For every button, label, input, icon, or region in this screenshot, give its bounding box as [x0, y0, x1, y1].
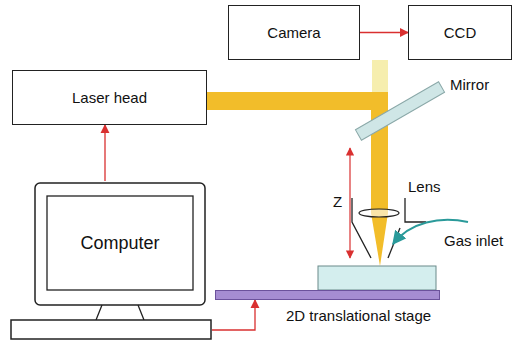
- focused-beam: [371, 213, 388, 266]
- nozzle-wall: [352, 198, 371, 258]
- mirror-symbol: [355, 82, 444, 140]
- part-label: Gas inlet: [444, 232, 503, 249]
- lens-symbol: [359, 209, 399, 217]
- signal-connector: [212, 300, 255, 330]
- node-label: Camera: [267, 24, 320, 41]
- device-box: Laser head: [12, 70, 207, 125]
- laser-beam: [207, 92, 388, 110]
- node-label: 2D translational stage: [286, 307, 431, 324]
- screen-area: Computer: [47, 196, 193, 290]
- node-label: Computer: [80, 233, 159, 254]
- device-box: Camera: [228, 5, 360, 60]
- device-box: CCD: [408, 5, 512, 60]
- computer-base: [11, 320, 211, 339]
- nozzle-wall: [405, 198, 426, 222]
- monitor-screen: [47, 196, 193, 290]
- signal-connector: [360, 32, 408, 33]
- sample-block: [318, 266, 436, 290]
- part-label: Mirror: [450, 76, 489, 93]
- monitor-stand: [96, 305, 144, 320]
- translation-stage: 2D translational stage: [215, 290, 440, 300]
- distance-arrow: [349, 148, 350, 258]
- signal-connector: [104, 125, 105, 181]
- computer-monitor: Computer: [10, 181, 212, 341]
- dimension-label: Z: [333, 193, 342, 210]
- node-label: Laser head: [72, 89, 147, 106]
- part-label: Lens: [408, 178, 441, 195]
- computer-drawing: [10, 181, 212, 341]
- node-label: CCD: [444, 24, 477, 41]
- monitor-frame: [35, 183, 205, 305]
